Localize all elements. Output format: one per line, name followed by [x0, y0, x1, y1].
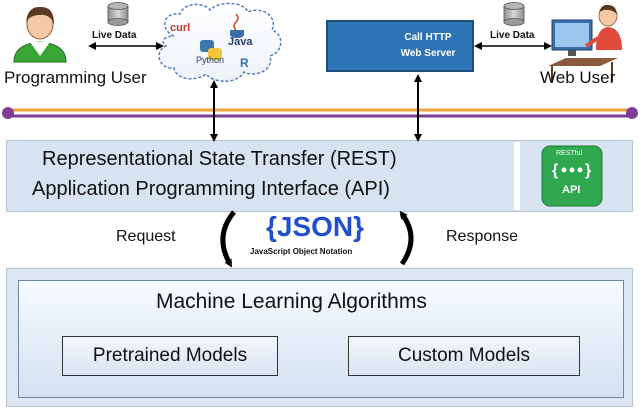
response-label: Response	[446, 228, 519, 245]
rest-api-layer	[6, 140, 633, 212]
svg-text:{: {	[552, 162, 558, 179]
json-logo: {JSON}	[266, 211, 365, 242]
pretrained-models-box: Pretrained Models	[62, 336, 278, 376]
response-arrow	[399, 210, 414, 266]
server-line-2: Web Server	[400, 48, 456, 59]
database-icon-left	[107, 2, 129, 26]
live-data-label-right: Live Data	[490, 30, 535, 41]
java-icon	[230, 13, 244, 38]
json-subtitle: JavaScript Object Notation	[250, 247, 353, 256]
server-line-1: Call HTTP	[404, 32, 452, 43]
restful-badge-top: RESTful	[556, 150, 583, 157]
live-data-label-left: Live Data	[92, 30, 137, 41]
web-server-box: Call HTTP Web Server	[326, 20, 474, 72]
restful-badge-bottom: API	[562, 184, 581, 196]
web-user-label: Web User	[540, 68, 616, 87]
request-label: Request	[116, 228, 176, 245]
rest-title-line-2: Application Programming Interface (API)	[32, 178, 390, 200]
web-user-icon	[548, 4, 622, 82]
cloud-label-python: Python	[196, 55, 225, 65]
request-arrow	[220, 210, 236, 268]
language-cloud	[158, 2, 282, 82]
database-icon-right	[503, 2, 525, 26]
restful-api-badge: { }	[541, 145, 603, 207]
svg-text:}: }	[585, 162, 591, 179]
rest-title-line-1: Representational State Transfer (REST)	[42, 148, 397, 170]
ml-title: Machine Learning Algorithms	[156, 290, 427, 313]
python-icon	[200, 40, 222, 60]
programming-user-label: Programming User	[4, 68, 147, 87]
programming-user-icon	[13, 6, 67, 63]
bus-lines	[2, 107, 638, 119]
rest-divider	[514, 142, 520, 210]
custom-models-box: Custom Models	[348, 336, 580, 376]
cloud-label-curl: curl	[170, 22, 191, 34]
cloud-label-java: Java	[228, 36, 253, 48]
cloud-label-r: R	[240, 56, 249, 70]
